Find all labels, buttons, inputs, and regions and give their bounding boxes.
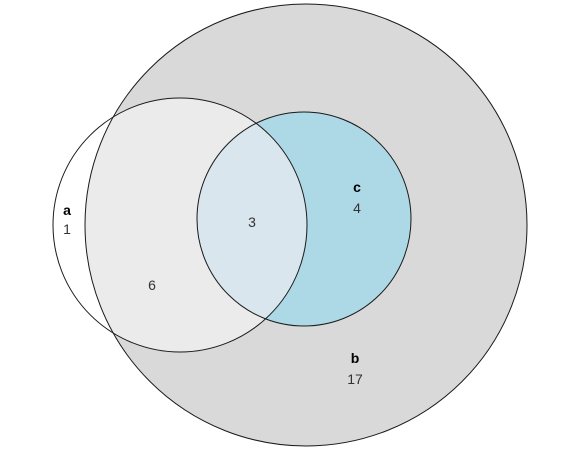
set-b-outline	[84, 3, 528, 447]
region-count-a-b: 6	[148, 277, 156, 293]
set-label-b: b	[351, 350, 360, 366]
set-a-outline	[52, 97, 308, 353]
region-count-a-b-c: 3	[248, 214, 256, 230]
region-count-b-c: 4	[353, 200, 361, 216]
region-count-b-only: 17	[347, 371, 363, 387]
region-count-a-only: 1	[63, 221, 71, 237]
set-c-outline	[196, 111, 412, 327]
set-label-a: a	[63, 202, 71, 218]
set-label-c: c	[353, 179, 361, 195]
set-a-b-c-overlap	[197, 112, 307, 326]
